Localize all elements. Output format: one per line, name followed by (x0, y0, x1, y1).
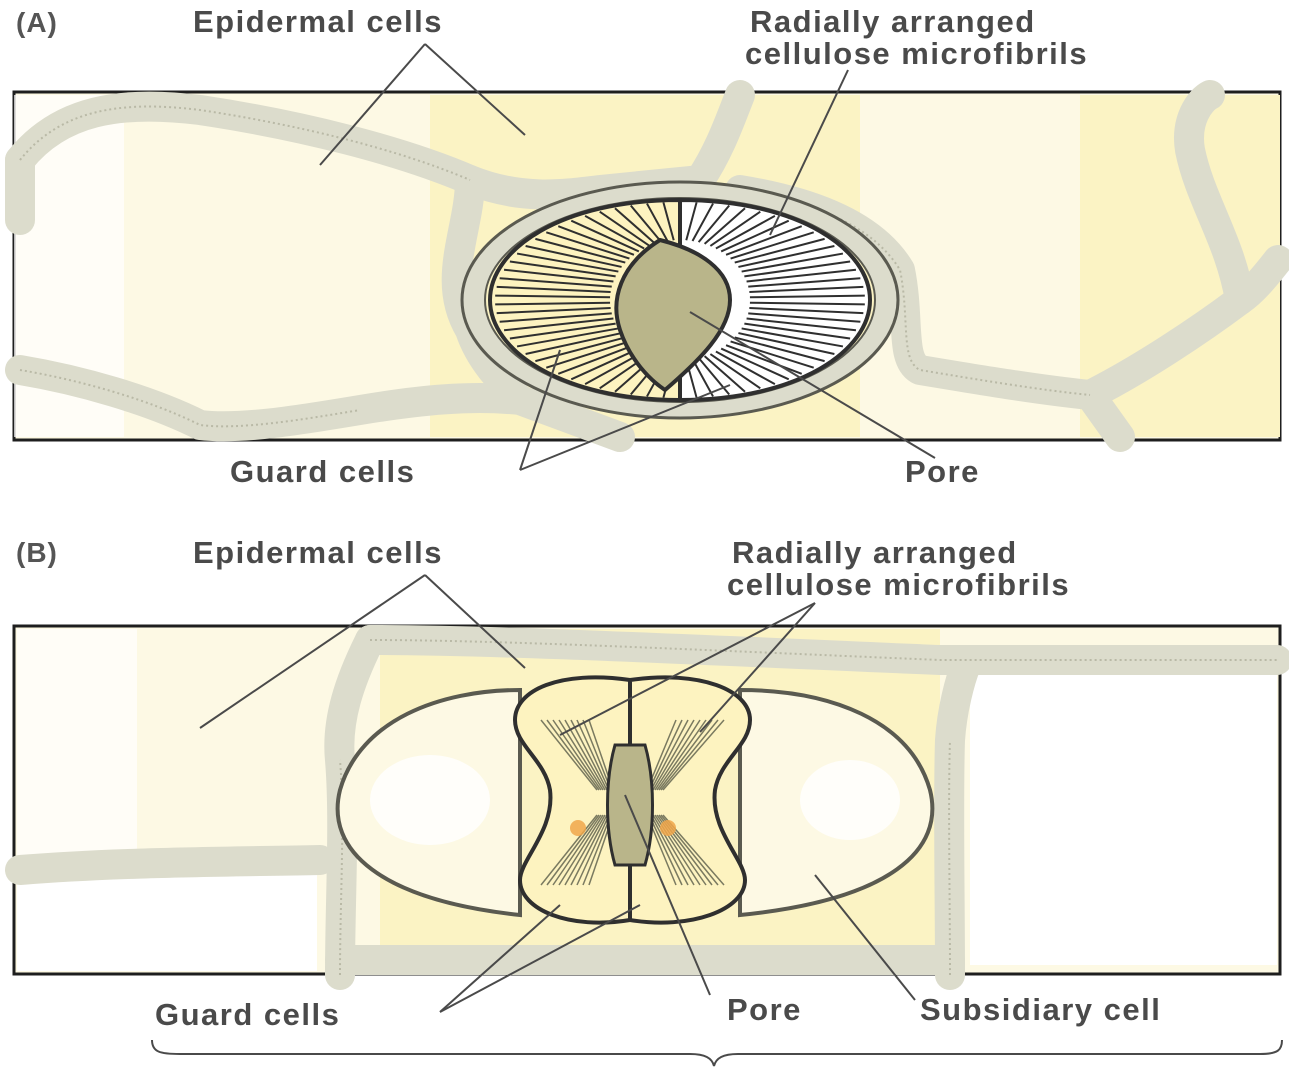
panel-a-label-microfibrils-1: Radially arranged (750, 4, 1036, 39)
panel-b-label-subsidiary-cell: Subsidiary cell (920, 992, 1161, 1027)
panel-a-label-microfibrils-2: cellulose microfibrils (745, 36, 1088, 71)
panel-a (14, 92, 1280, 440)
panel-a-tag: (A) (16, 7, 58, 38)
panel-b-brace (152, 1040, 1282, 1066)
panel-b-label-microfibrils-2: cellulose microfibrils (727, 567, 1070, 602)
panel-b-tag: (B) (16, 537, 58, 568)
panel-a-guard-cells (490, 200, 870, 400)
panel-a-label-epidermal-cells: Epidermal cells (193, 4, 443, 39)
panel-a-label-pore: Pore (905, 454, 980, 489)
panel-a-label-guard-cells: Guard cells (230, 454, 415, 489)
panel-b-label-guard-cells: Guard cells (155, 997, 340, 1032)
panel-b-label-microfibrils-1: Radially arranged (732, 535, 1018, 570)
panel-b-label-epidermal-cells: Epidermal cells (193, 535, 443, 570)
panel-b-label-pore: Pore (727, 992, 802, 1027)
